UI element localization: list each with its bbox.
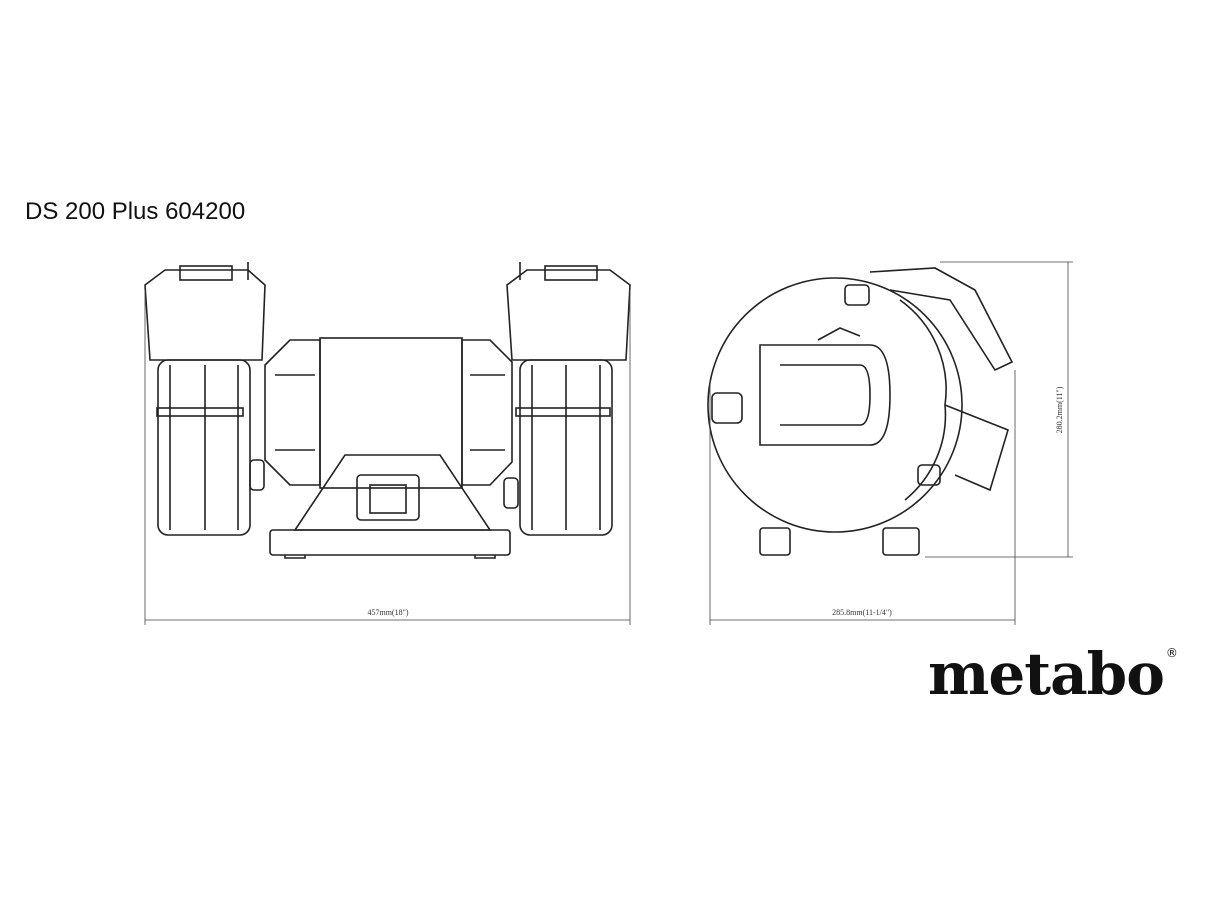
width-dimension: 457mm(18") [367, 608, 408, 617]
logo-text: metabo [928, 640, 1165, 708]
metabo-logo: metabo® [928, 640, 1178, 708]
drawing-title: DS 200 Plus 604200 [25, 198, 246, 225]
registered-mark: ® [1165, 646, 1178, 660]
depth-dimension: 285.8mm(11-1/4") [832, 608, 892, 617]
side-view [707, 267, 1014, 556]
height-dimension: 280.2mm(11") [1055, 386, 1064, 433]
front-view [144, 262, 631, 559]
dimension-lines [144, 261, 1073, 625]
